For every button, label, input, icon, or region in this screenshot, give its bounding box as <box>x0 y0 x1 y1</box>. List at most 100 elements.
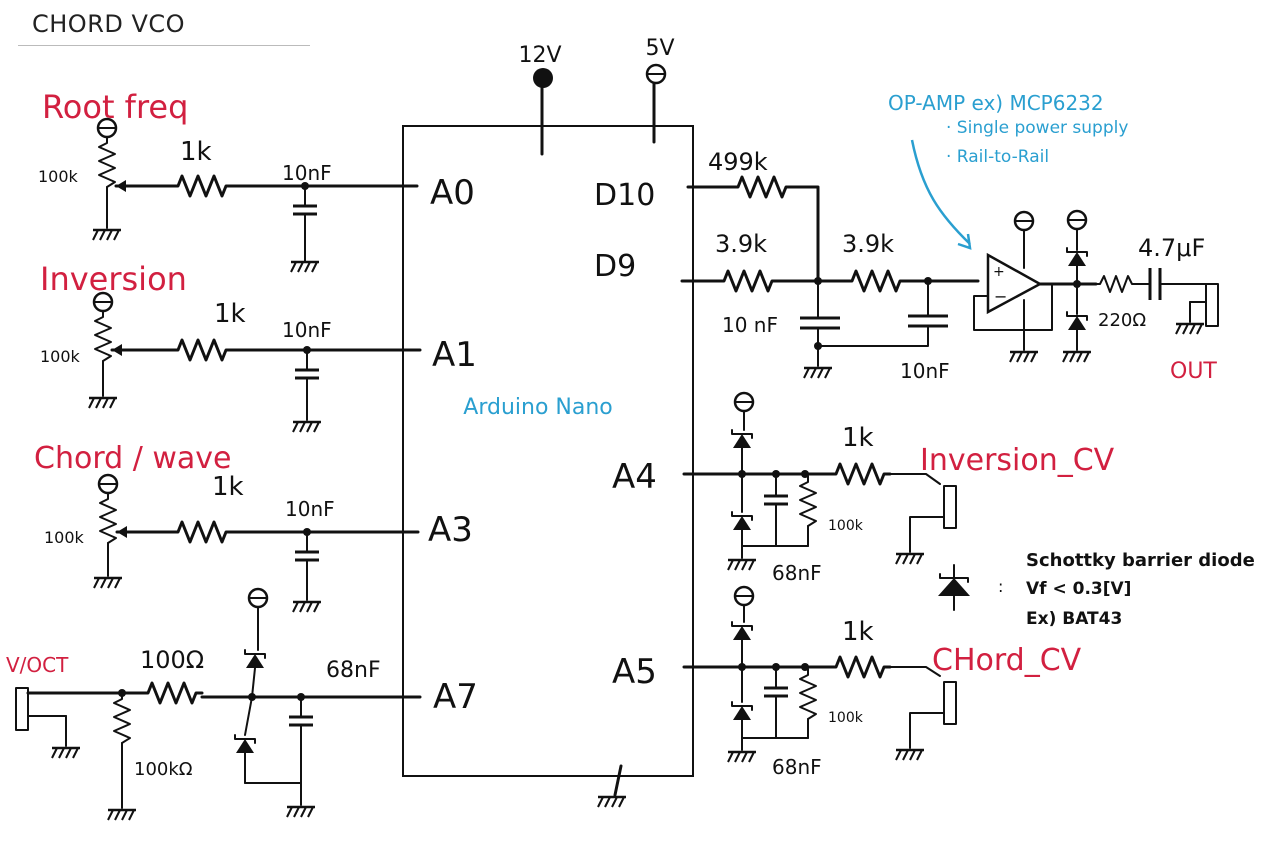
d10-resistor <box>730 175 794 199</box>
inv-cv-gnd-res-value: 100k <box>828 518 864 534</box>
inversion-label: Inversion <box>40 260 187 298</box>
legend-vf: Vf < 0.3[V] <box>1026 579 1131 599</box>
legend-example: Ex) BAT43 <box>1026 609 1122 629</box>
filter-res-value: 3.9k <box>842 230 894 258</box>
inv-pot-value: 100k <box>40 347 81 366</box>
pin-a3-label: A3 <box>428 510 473 550</box>
ground-icon <box>289 260 321 274</box>
ground-icon <box>91 228 123 242</box>
inv-cv-cap-value: 68nF <box>772 561 822 585</box>
ground-icon <box>285 805 317 819</box>
title-divider <box>18 45 310 46</box>
root-res-value: 1k <box>180 137 212 167</box>
filter-cap1-value: 10 nF <box>722 313 778 337</box>
inv-cv-res-value: 1k <box>842 423 874 453</box>
chord-capacitor <box>293 530 321 586</box>
power-12v-label: 12V <box>518 43 561 68</box>
chord-cv-resistor <box>828 655 892 679</box>
root-freq-label: Root freq <box>42 88 188 126</box>
opamp-bullet-2: · Rail-to-Rail <box>946 147 1049 167</box>
schottky-legend: : Schottky barrier diode Vf < 0.3[V] Ex)… <box>938 550 1255 629</box>
pin-d10-label: D10 <box>594 178 655 213</box>
ground-icon <box>596 795 628 809</box>
root-resistor <box>170 174 234 198</box>
ground-icon <box>1061 350 1093 364</box>
page-title: CHORD VCO <box>32 10 186 38</box>
chord-cv-res-value: 1k <box>842 617 874 647</box>
d10-res-value: 499k <box>708 148 768 176</box>
ground-icon <box>726 558 758 572</box>
pin-a7-label: A7 <box>433 677 478 717</box>
legend-colon: : <box>998 577 1003 596</box>
opamp-minus-icon: − <box>994 287 1007 306</box>
voct-capacitor <box>287 695 315 751</box>
chord-pot-resistor <box>99 492 117 544</box>
chord-cv-cap-value: 68nF <box>772 755 822 779</box>
chord-res-value: 1k <box>212 472 244 502</box>
chord-cv-clamp-terminal <box>733 585 755 607</box>
chord-cap-value: 10nF <box>285 497 335 521</box>
ground-icon <box>291 600 323 614</box>
root-pot-resistor <box>98 136 116 188</box>
root-cap-value: 10nF <box>282 161 332 185</box>
chord-wave-label: Chord / wave <box>34 441 231 476</box>
voct-cap-value: 68nF <box>326 658 381 683</box>
pin-d9-label: D9 <box>594 249 636 284</box>
voct-res-value: 100Ω <box>140 646 204 674</box>
chord-cv-label: CHord_CV <box>932 643 1082 678</box>
out-res-value: 220Ω <box>1098 310 1146 331</box>
opamp-pointer-arrow <box>910 139 971 245</box>
out-cap-value: 4.7μF <box>1138 234 1205 262</box>
schottky-diode-icon <box>731 429 753 449</box>
inv-cv-resistor <box>828 462 892 486</box>
chord-pot-value: 100k <box>44 528 85 547</box>
root-pot-supply-terminal <box>96 117 118 139</box>
opamp-note: OP-AMP ex) MCP6232 <box>888 91 1104 115</box>
ground-icon <box>291 420 323 434</box>
power-5v-label: 5V <box>645 36 674 61</box>
root-capacitor <box>291 184 319 240</box>
voct-label: V/OCT <box>6 653 69 677</box>
voct-gnd-resistor <box>113 692 131 744</box>
inv-cv-gnd-resistor <box>799 475 817 527</box>
board-label: Arduino Nano <box>463 395 612 420</box>
inversion-cv-jack <box>943 485 957 529</box>
voct-clamp-supply-terminal <box>247 587 269 609</box>
inv-res-value: 1k <box>214 299 246 329</box>
ground-icon <box>726 750 758 764</box>
voct-series-resistor <box>140 681 204 705</box>
inv-capacitor <box>293 348 321 404</box>
inversion-cv-label: Inversion_CV <box>920 443 1115 478</box>
pin-a4-label: A4 <box>612 457 657 497</box>
filter-resistor <box>844 269 908 293</box>
inv-resistor <box>170 338 234 362</box>
opamp-bullet-1: · Single power supply <box>946 118 1128 138</box>
ground-icon <box>802 366 834 380</box>
ground-icon <box>894 552 926 566</box>
pin-a0-label: A0 <box>430 173 475 213</box>
voct-input-jack <box>15 687 29 731</box>
schottky-diode-icon <box>234 734 256 754</box>
ground-icon <box>1174 322 1206 336</box>
schottky-diode-icon <box>731 511 753 531</box>
chord-resistor <box>170 520 234 544</box>
ground-icon <box>92 576 124 590</box>
inv-cap-value: 10nF <box>282 318 332 342</box>
inv-pot-supply-terminal <box>92 291 114 313</box>
ground-icon <box>87 396 119 410</box>
filter-cap2-value: 10nF <box>900 359 950 383</box>
d9-res-value: 3.9k <box>715 230 767 258</box>
chord-cv-gnd-resistor <box>799 668 817 720</box>
legend-title: Schottky barrier diode <box>1026 550 1255 571</box>
out-clamp-supply-terminal <box>1066 209 1088 231</box>
output-jack <box>1205 283 1219 327</box>
ground-icon <box>1008 350 1040 364</box>
chord-cv-jack <box>943 681 957 725</box>
power-5v-terminal <box>645 63 667 85</box>
chord-pot-supply-terminal <box>97 473 119 495</box>
out-label: OUT <box>1170 359 1217 384</box>
schottky-diode-icon <box>244 649 266 669</box>
pin-a5-label: A5 <box>612 652 657 692</box>
opamp-plus-icon: + <box>993 264 1005 280</box>
ground-icon <box>894 748 926 762</box>
